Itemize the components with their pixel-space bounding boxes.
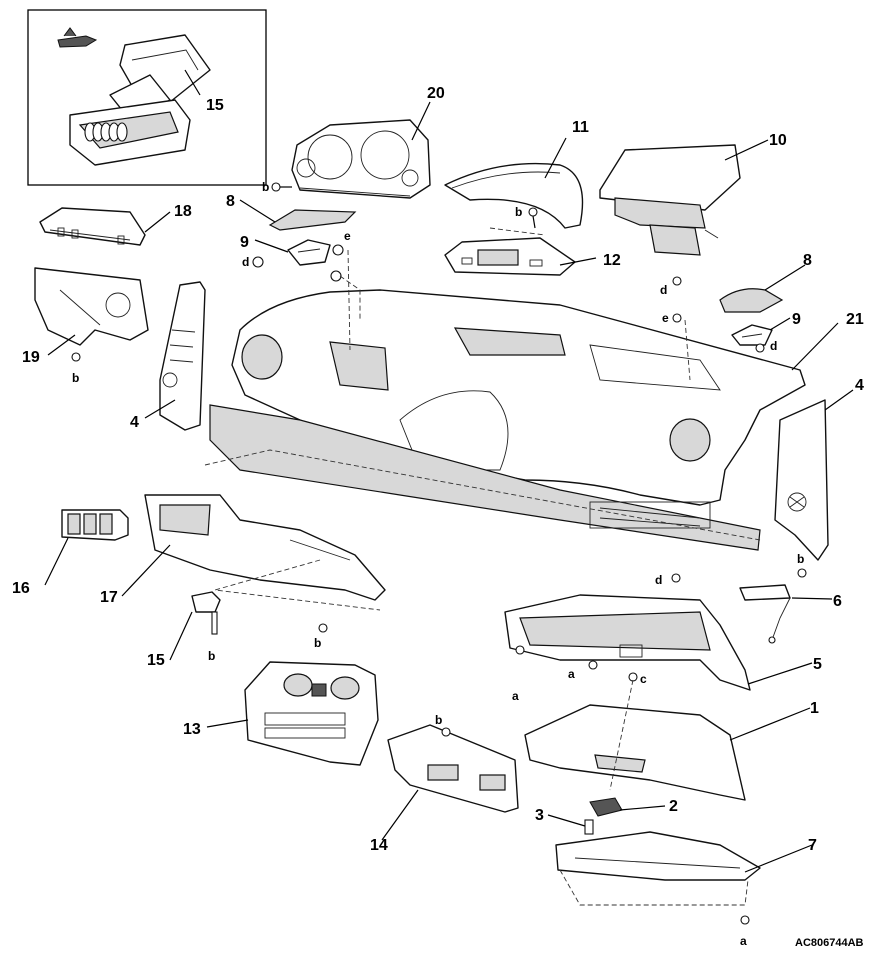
part-1-glove-box xyxy=(524,704,746,801)
part-4-right-side-panel xyxy=(774,399,829,561)
fastener-a-glovebox-mid: a xyxy=(568,667,575,681)
part-10-passenger-airbag xyxy=(599,144,741,256)
figure-code: AC806744AB xyxy=(795,937,864,949)
part-9-right-speaker-grille xyxy=(731,324,773,346)
callout-17: 17 xyxy=(100,589,118,606)
fastener-d-left: d xyxy=(242,255,249,269)
part-13-center-panel xyxy=(244,661,379,766)
part-9-left-speaker-grille xyxy=(287,239,331,266)
part-11-meter-hood xyxy=(444,162,584,229)
callout-7: 7 xyxy=(808,837,817,854)
part-19-column-cover-lower xyxy=(34,267,149,346)
fastener-a-trim: a xyxy=(740,934,747,948)
callout-3: 3 xyxy=(535,807,544,824)
callout-6: 6 xyxy=(833,593,842,610)
part-16-switch-panel xyxy=(61,509,129,541)
part-8-left-side-cover xyxy=(268,209,357,231)
callout-8-right: 8 xyxy=(803,252,812,269)
fastener-screws xyxy=(71,182,807,925)
fastener-d-right: d xyxy=(770,339,777,353)
callout-2: 2 xyxy=(669,798,678,815)
fastener-b-audio: b xyxy=(435,713,442,727)
callout-4-left: 4 xyxy=(130,414,139,431)
inset-detail-box xyxy=(27,9,267,186)
fastener-e-right: e xyxy=(662,311,669,325)
callout-21: 21 xyxy=(846,311,864,328)
fastener-b-ashtray: b xyxy=(208,649,215,663)
part-7-lower-trim xyxy=(555,831,761,906)
part-17-lower-cover xyxy=(144,494,386,601)
part-5-glove-box-outer xyxy=(504,594,751,691)
fastener-b-lower-cover: b xyxy=(314,636,321,650)
fastener-letters: b b e d d e d b b d b b a a c b a xyxy=(72,180,804,948)
callout-18: 18 xyxy=(174,203,192,220)
callout-10: 10 xyxy=(769,132,787,149)
fastener-d-lower: d xyxy=(655,573,662,587)
fastener-b-hood: b xyxy=(515,205,522,219)
callout-11: 11 xyxy=(572,119,589,136)
fastener-a-glovebox-left: a xyxy=(512,689,519,703)
inset-ashtray-assembly xyxy=(69,34,211,166)
callout-15-lower: 15 xyxy=(147,652,165,669)
callout-1: 1 xyxy=(810,700,819,717)
part-12-center-display-bezel xyxy=(444,227,576,276)
fastener-d-airbag: d xyxy=(660,283,667,297)
part-6-harness-bracket xyxy=(739,584,791,644)
callout-8-left: 8 xyxy=(226,193,235,210)
callout-19: 19 xyxy=(22,349,40,366)
part-20-cluster-bezel xyxy=(291,119,431,199)
caution-hand-icon xyxy=(57,27,98,48)
part-21-instrument-panel xyxy=(204,289,806,551)
callout-9-right: 9 xyxy=(792,311,801,328)
callout-16: 16 xyxy=(12,580,30,597)
part-18-column-cover-upper xyxy=(39,207,146,246)
inset-spring-icon xyxy=(84,122,128,142)
callout-15-inset: 15 xyxy=(206,97,224,114)
fastener-b-cluster: b xyxy=(262,180,269,194)
callout-9-left: 9 xyxy=(240,234,249,251)
part-8-right-side-cover xyxy=(719,288,784,313)
part-15-ashtray xyxy=(191,591,221,635)
part-2-glove-box-latch xyxy=(589,797,623,817)
part-4-left-side-panel xyxy=(159,281,206,431)
callout-5: 5 xyxy=(813,656,822,673)
callout-12: 12 xyxy=(603,252,621,269)
callout-13: 13 xyxy=(183,721,201,738)
callout-4-right: 4 xyxy=(855,377,864,394)
fastener-b-column: b xyxy=(72,371,79,385)
part-14-audio-bracket xyxy=(387,724,519,813)
callout-numbers: 15 20 11 10 18 8 9 12 8 9 19 21 4 4 16 1… xyxy=(12,85,864,854)
fastener-c: c xyxy=(640,672,647,686)
fastener-e-left: e xyxy=(344,229,351,243)
callout-14: 14 xyxy=(370,837,388,854)
callout-20: 20 xyxy=(427,85,445,102)
callout-leaders xyxy=(44,69,854,873)
alignment-guides xyxy=(214,249,691,791)
part-3-latch-screw xyxy=(584,819,594,835)
fastener-b-side-right: b xyxy=(797,552,804,566)
